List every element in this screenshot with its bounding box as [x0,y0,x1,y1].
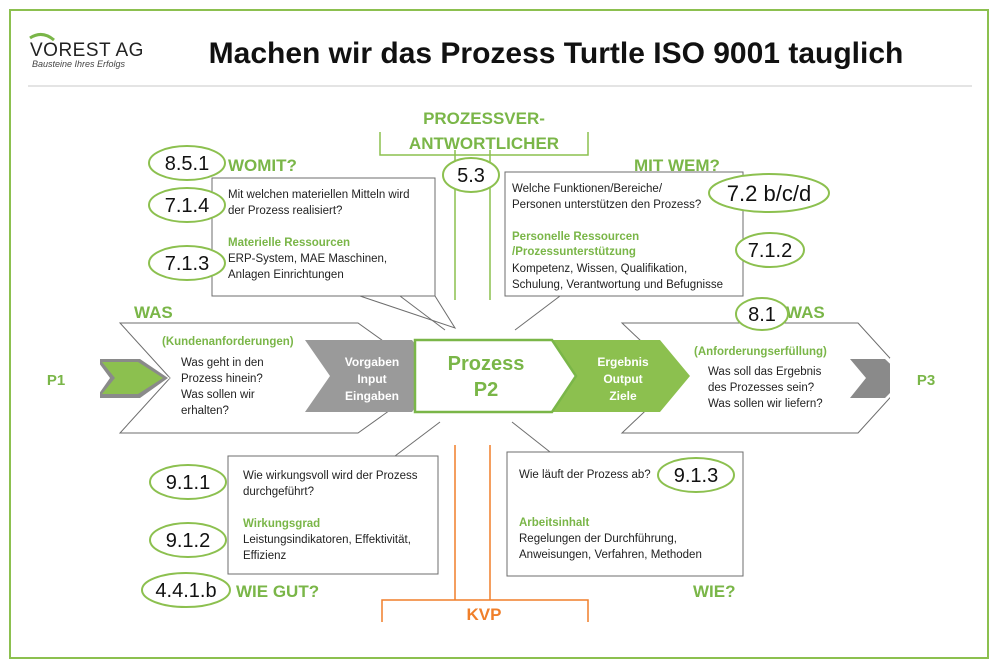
input-question-3: Was sollen wir [181,389,255,401]
svg-text:4.4.1.b: 4.4.1.b [155,580,216,602]
input-subheading: (Kundenanforderungen) [162,336,294,348]
wiegut-detail-2: Effizienz [243,550,287,562]
mitwem-detail-2: Schulung, Verantwortung und Befugnisse [512,279,723,291]
p3-label: P3 [917,372,935,389]
mitwem-question-2: Personen unterstützen den Prozess? [512,199,701,211]
vorgaben-line-3: Eingaben [345,389,399,403]
logo-tagline: Bausteine Ihres Erfolgs [32,59,126,69]
input-question-1: Was geht in den [181,357,264,369]
womit-question-1: Mit welchen materiellen Mitteln wird [228,189,410,201]
process-line-1: Prozess [448,353,525,375]
owner-label-line1: PROZESSVER- [423,109,545,128]
svg-text:9.1.3: 9.1.3 [674,465,718,487]
badge-7-1-3: 7.1.3 [148,245,226,281]
wie-question: Wie läuft der Prozess ab? [519,469,651,481]
output-subheading: (Anforderungserfüllung) [694,346,827,358]
womit-box-tail [399,295,446,331]
badge-4-4-1-b: 4.4.1.b [141,572,231,608]
kvp-connector-lines [454,445,491,600]
badge-7-2-bcd: 7.2 b/c/d [708,173,830,213]
wiegut-box-tail [394,421,441,457]
wie-box-tail [511,421,551,453]
vorgaben-line-1: Vorgaben [345,355,399,369]
svg-text:8.1: 8.1 [748,304,776,326]
womit-question-2: der Prozess realisiert? [228,205,342,217]
ergebnis-line-3: Ziele [609,389,637,403]
svg-text:7.1.4: 7.1.4 [165,195,209,217]
mitwem-question-1: Welche Funktionen/Bereiche/ [512,183,663,195]
svg-text:5.3: 5.3 [457,165,485,187]
vorgaben-chevron [305,340,440,412]
p3-box [890,358,986,400]
input-heading: WAS [134,303,173,322]
owner-label-line2: ANTWORTLICHER [409,134,559,153]
womit-detail-1: ERP-System, MAE Maschinen, [228,253,387,265]
page-title: Machen wir das Prozess Turtle ISO 9001 t… [209,37,904,70]
wie-heading: WIE? [693,582,736,601]
mitwem-heading: MIT WEM? [634,156,720,175]
output-heading: WAS [786,303,825,322]
svg-text:9.1.2: 9.1.2 [166,530,210,552]
wiegut-box-frame [227,455,439,575]
ergebnis-line-1: Ergebnis [597,355,649,369]
process-core [413,338,578,414]
badge-5-3: 5.3 [442,157,500,193]
mitwem-subheading-1: Personelle Ressourcen [512,231,639,243]
wiegut-heading: WIE GUT? [236,582,319,601]
womit-detail-2: Anlagen Einrichtungen [228,269,344,281]
p1-arrow-green [102,362,163,394]
mitwem-box-frame [504,171,744,297]
ergebnis-chevron [550,340,690,412]
svg-text:8.5.1: 8.5.1 [165,153,209,175]
p1-label: P1 [47,372,65,389]
company-logo: VOREST AG Bausteine Ihres Erfolgs [29,33,144,69]
p1-box [12,358,100,400]
badge-8-1: 8.1 [735,297,789,331]
badge-9-1-2: 9.1.2 [149,522,227,558]
wiegut-question-1: Wie wirkungsvoll wird der Prozess [243,470,418,482]
mitwem-box-tail [514,295,561,331]
wiegut-subheading: Wirkungsgrad [243,518,320,530]
wie-detail-1: Regelungen der Durchführung, [519,533,677,545]
badge-7-1-2: 7.1.2 [735,232,805,268]
output-question-1: Was soll das Ergebnis [708,366,822,378]
logo-swoosh-icon [29,33,55,42]
wiegut-detail-1: Leistungsindikatoren, Effektivität, [243,534,411,546]
womit-box-frame [211,177,436,297]
svg-text:7.1.3: 7.1.3 [165,253,209,275]
badge-9-1-1: 9.1.1 [149,464,227,500]
mitwem-detail-1: Kompetenz, Wissen, Qualifikation, [512,263,687,275]
womit-subheading: Materielle Ressourcen [228,237,350,249]
badge-8-5-1: 8.5.1 [148,145,226,181]
ergebnis-line-2: Output [603,372,642,386]
owner-bracket [379,132,589,156]
output-question-3: Was sollen wir liefern? [708,398,823,410]
output-question-2: des Prozesses sein? [708,382,814,394]
womit-heading: WOMIT? [228,156,297,175]
svg-text:7.2 b/c/d: 7.2 b/c/d [727,181,811,206]
badge-9-1-3: 9.1.3 [657,457,735,493]
wie-subheading: Arbeitsinhalt [519,517,589,529]
vorgaben-line-2: Input [357,372,386,386]
mitwem-subheading-2: /Prozessunterstützung [512,246,636,258]
wiegut-question-2: durchgeführt? [243,486,314,498]
badge-7-1-4: 7.1.4 [148,187,226,223]
svg-text:7.1.2: 7.1.2 [748,240,792,262]
wie-detail-2: Anweisungen, Verfahren, Methoden [519,549,702,561]
kvp-bracket [381,599,589,622]
logo-name: VOREST AG [30,40,144,61]
input-question-4: erhalten? [181,405,229,417]
input-question-2: Prozess hinein? [181,373,263,385]
kvp-label: KVP [467,605,502,624]
process-line-2: P2 [474,379,498,401]
svg-text:9.1.1: 9.1.1 [166,472,210,494]
